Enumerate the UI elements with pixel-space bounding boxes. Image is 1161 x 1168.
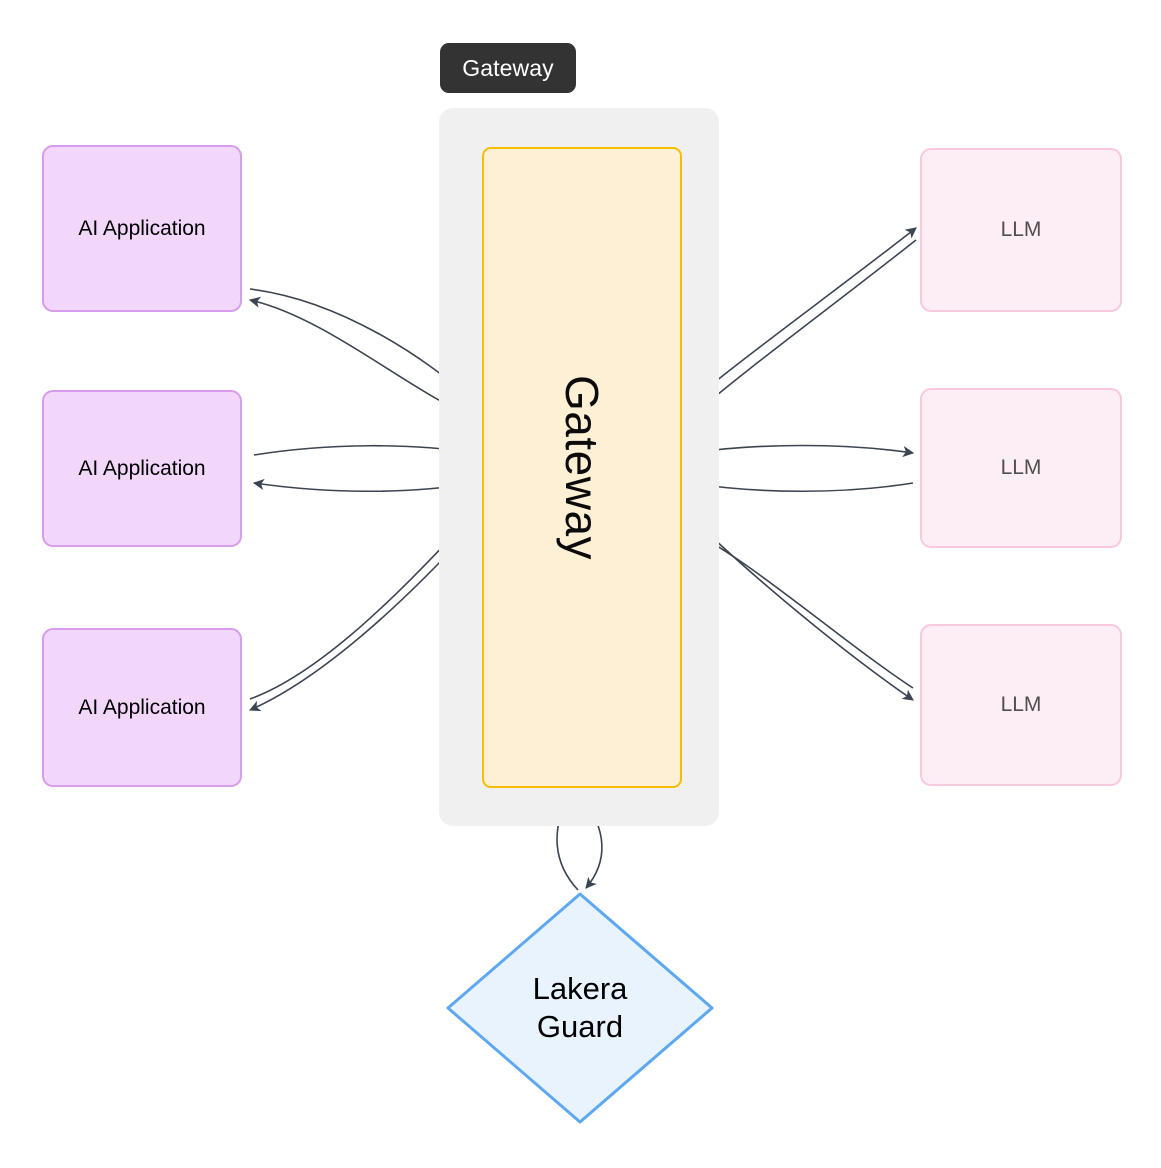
ai-application-node-2[interactable]: AI Application: [42, 390, 242, 547]
gateway-node[interactable]: Gateway: [482, 147, 682, 788]
lakera-guard-label-line1: Lakera: [532, 970, 628, 1006]
edge-gateway-to-llm1: [687, 227, 917, 405]
lakera-guard-node[interactable]: Lakera Guard: [444, 890, 716, 1126]
ai-application-label-3: AI Application: [78, 695, 206, 719]
lakera-guard-label-line2: Guard: [536, 1009, 624, 1044]
llm-label-2: LLM: [1000, 456, 1042, 479]
edge-gateway-to-app3: [248, 529, 471, 712]
gateway-group-badge: Gateway: [440, 43, 576, 93]
ai-application-label-2: AI Application: [78, 456, 206, 480]
llm-node-2[interactable]: LLM: [920, 388, 1122, 548]
llm-node-1[interactable]: LLM: [920, 148, 1122, 312]
gateway-badge-label: Gateway: [462, 54, 554, 81]
edge-llm2-to-gateway: [688, 479, 914, 493]
edge-llm1-to-gateway: [689, 239, 917, 419]
diamond-shape-icon: [446, 892, 714, 1124]
edge-gateway-to-llm3: [689, 515, 914, 701]
llm-node-3[interactable]: LLM: [920, 624, 1122, 786]
edge-gateway-to-llm2: [689, 444, 915, 458]
ai-application-node-3[interactable]: AI Application: [42, 628, 242, 787]
llm-label-3: LLM: [1000, 693, 1042, 716]
ai-application-node-1[interactable]: AI Application: [42, 145, 242, 312]
edge-llm3-to-gateway: [686, 529, 914, 689]
gateway-node-label: Gateway: [556, 374, 608, 561]
ai-application-label-1: AI Application: [78, 216, 206, 240]
lakera-guard-label: Lakera Guard: [444, 890, 716, 1126]
llm-label-1: LLM: [1000, 218, 1042, 241]
